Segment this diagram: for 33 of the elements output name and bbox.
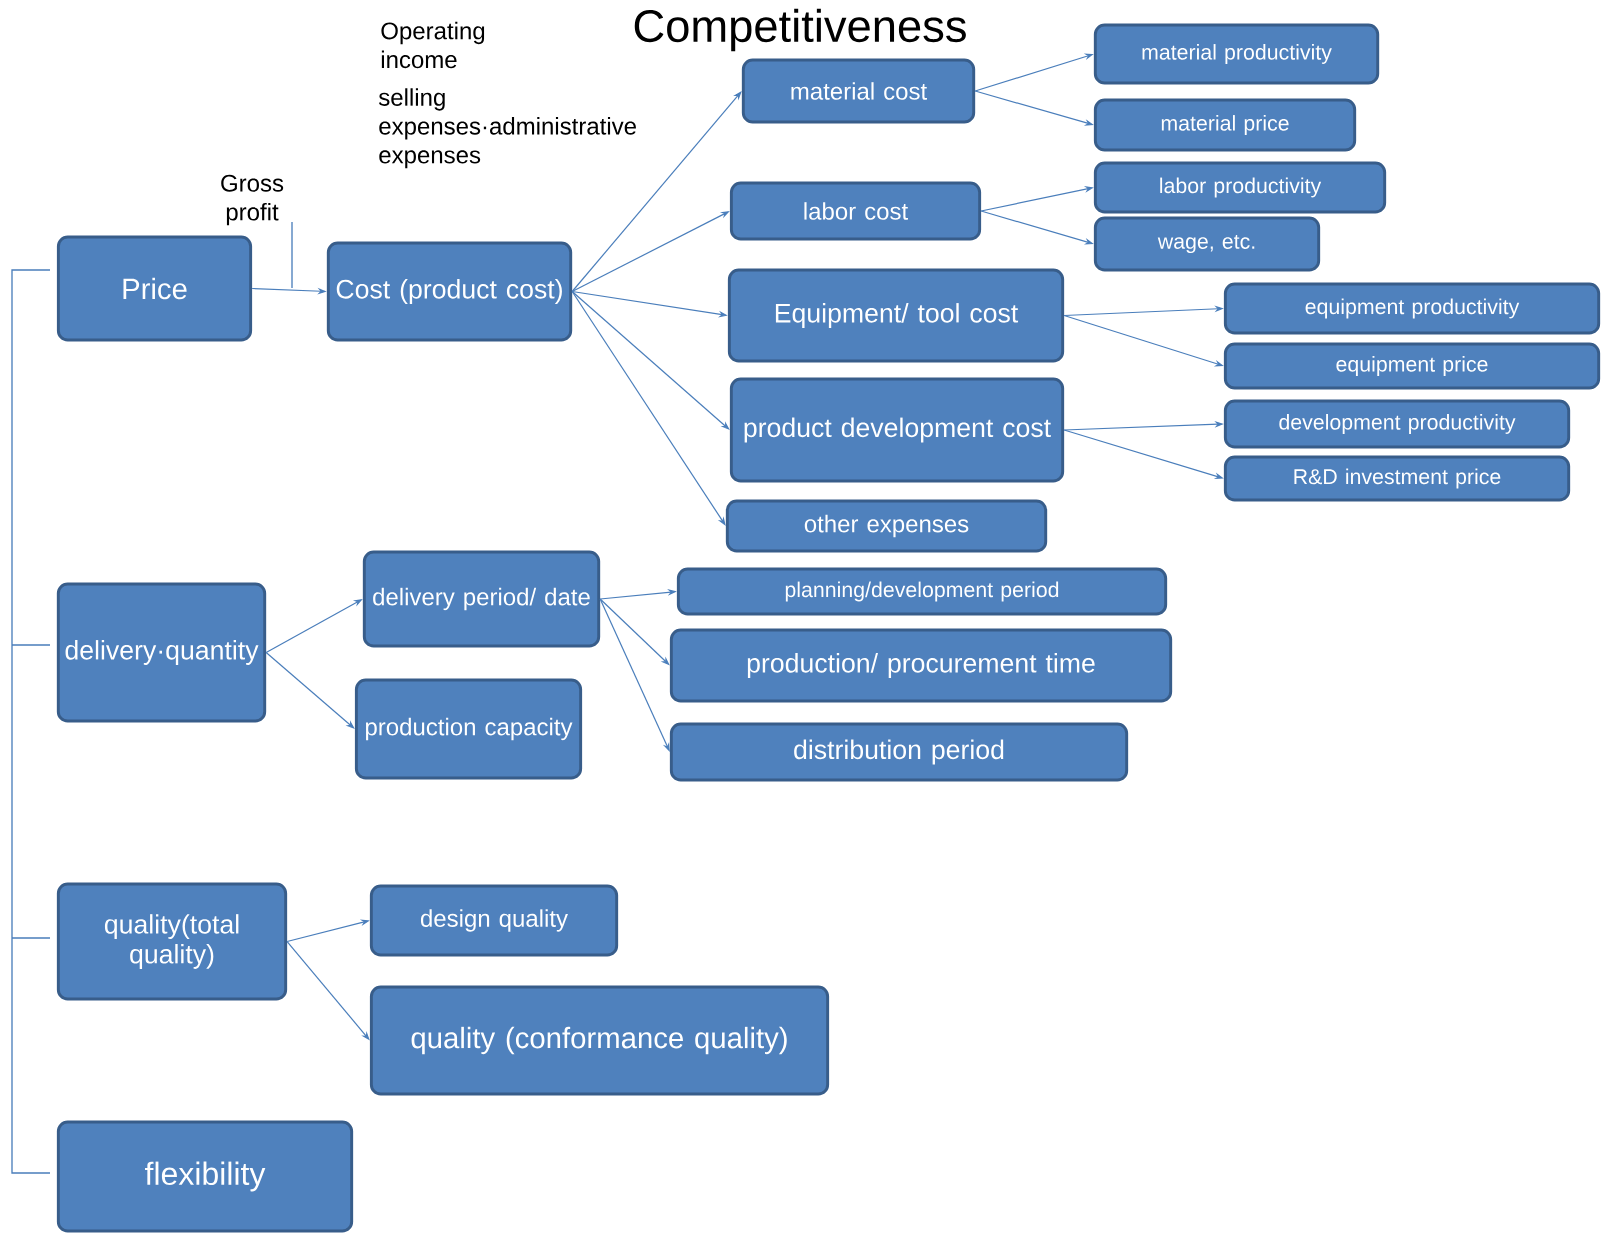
process-box: wage, etc. (1093, 216, 1321, 272)
process-box: distribution period (669, 722, 1129, 782)
arrow (571, 91, 742, 293)
process-box: material productivity (1093, 23, 1380, 85)
process-box: labor cost (729, 181, 982, 241)
text-label: Operating income (381, 21, 485, 69)
process-box: production capacity (354, 678, 583, 780)
process-box: material cost (741, 58, 976, 124)
process-box: quality(total quality) (56, 882, 288, 1001)
title: Competitiveness (634, 8, 966, 52)
process-box: material price (1093, 98, 1357, 152)
process-box: Cost (product cost) (326, 241, 573, 342)
process-box: equipment price (1223, 342, 1601, 390)
text-label: selling expenses·administrative expenses (378, 88, 636, 169)
process-box: other expenses (725, 499, 1048, 553)
process-box: equipment productivity (1223, 282, 1601, 335)
process-box: production/ procurement time (669, 628, 1173, 703)
process-box: flexibility (56, 1120, 354, 1233)
process-box: R&D investment price (1223, 455, 1571, 502)
process-box: Equipment/ tool cost (727, 268, 1065, 363)
process-box: quality (conformance quality) (369, 985, 830, 1096)
process-box: Price (56, 235, 253, 342)
text-label: Gross profit (221, 174, 284, 226)
process-box: planning/development period (676, 567, 1168, 616)
process-box: development productivity (1223, 399, 1571, 449)
process-box: delivery·quantity (56, 582, 267, 723)
process-box: delivery period/ date (362, 550, 601, 648)
arrow (571, 290, 726, 526)
arrow (265, 651, 355, 729)
process-box: labor productivity (1093, 161, 1387, 214)
arrow (571, 290, 730, 430)
process-box: product development cost (729, 377, 1065, 483)
process-box: design quality (369, 884, 619, 957)
